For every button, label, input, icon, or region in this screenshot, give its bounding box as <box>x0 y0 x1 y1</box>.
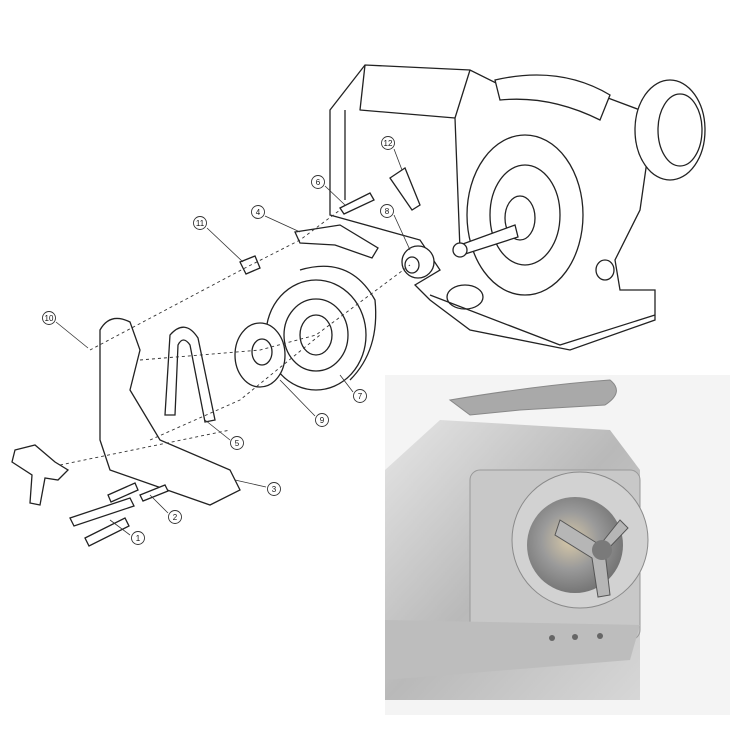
callout-number: 11 <box>196 219 205 228</box>
callout-circle <box>267 482 281 496</box>
callout-11: 11 <box>193 216 207 230</box>
callout-circle <box>251 205 265 219</box>
callout-number: 10 <box>45 314 54 323</box>
gearbox-housing <box>329 64 706 351</box>
callout-circle <box>311 175 325 189</box>
part-12-clip <box>389 167 421 211</box>
callout-number: 7 <box>358 392 363 401</box>
callout-circle <box>131 531 145 545</box>
callout-number: 9 <box>320 416 325 425</box>
callout-circle <box>42 311 56 325</box>
parts <box>11 167 435 547</box>
callout-number: 12 <box>384 139 393 148</box>
part-6-pin <box>339 192 375 215</box>
callout-7: 7 <box>353 389 367 403</box>
callout-9: 9 <box>315 413 329 427</box>
alignment-lines <box>59 209 411 466</box>
callout-3: 3 <box>267 482 281 496</box>
callout-4: 4 <box>251 205 265 219</box>
callout-circle <box>168 510 182 524</box>
callout-1: 1 <box>131 531 145 545</box>
callout-number: 5 <box>235 439 240 448</box>
product-photo <box>385 375 730 715</box>
part-3-bracket <box>99 317 241 506</box>
part-9-disc <box>234 322 286 388</box>
part-5-spring <box>164 326 216 423</box>
callout-12: 12 <box>381 136 395 150</box>
leader-lines <box>55 148 411 536</box>
callout-number: 4 <box>256 208 261 217</box>
part-2-screw <box>107 482 139 503</box>
callout-6: 6 <box>311 175 325 189</box>
callout-circle <box>230 436 244 450</box>
callout-circle <box>353 389 367 403</box>
callout-circle <box>381 136 395 150</box>
part-4-lever <box>294 224 379 259</box>
part-1-bolt <box>69 497 135 527</box>
callout-circle <box>193 216 207 230</box>
callout-circle <box>315 413 329 427</box>
callout-number: 6 <box>316 178 321 187</box>
callout-number: 1 <box>136 534 141 543</box>
callout-8: 8 <box>380 204 394 218</box>
wing-nut <box>11 444 70 506</box>
callout-number: 2 <box>173 513 178 522</box>
callout-2: 2 <box>168 510 182 524</box>
callout-10: 10 <box>42 311 56 325</box>
callout-circle <box>380 204 394 218</box>
callout-5: 5 <box>230 436 244 450</box>
callout-number: 8 <box>385 207 390 216</box>
callout-number: 3 <box>272 485 277 494</box>
